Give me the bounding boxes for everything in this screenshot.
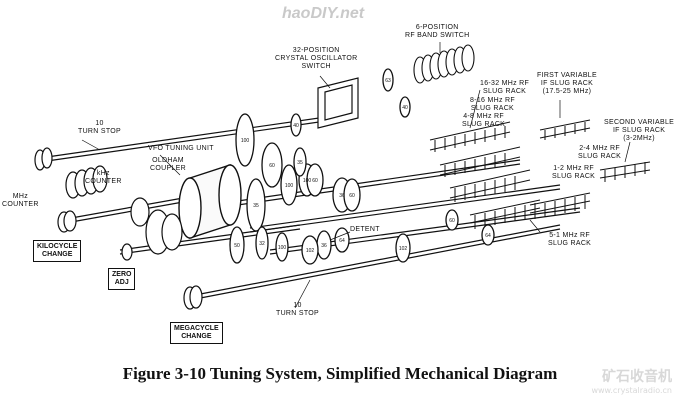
gear: [290, 113, 302, 137]
gear: [399, 96, 411, 118]
gear-number: 60: [349, 193, 355, 199]
gear: [395, 233, 411, 263]
watermark-bottom-text: 矿石收音机: [602, 369, 672, 385]
gear: [261, 142, 283, 188]
gear-number: 102: [306, 248, 315, 254]
gear-number: 60: [269, 163, 275, 169]
gear: [229, 226, 245, 264]
gear: [235, 113, 255, 167]
gear-number: 64: [339, 238, 345, 244]
gear-number: 100: [303, 178, 312, 184]
watermark-bottom-url: www.crystalradio.cn: [591, 386, 672, 395]
slug-racks: [429, 119, 651, 229]
gear-number: 40: [402, 105, 408, 111]
crystal-switch-plate: [317, 77, 359, 129]
gear: [275, 232, 289, 262]
gear: [445, 209, 459, 231]
gear-number: 36: [321, 243, 327, 249]
gear-number: 32: [259, 241, 265, 247]
shaft-mid: [249, 184, 561, 229]
gear-number: 50: [234, 243, 240, 249]
zero-adj-knob: [121, 243, 133, 261]
gear: [306, 163, 324, 197]
gear-number: 40: [293, 123, 299, 129]
gear-number: 100: [241, 138, 250, 144]
gear-number: 60: [312, 178, 318, 184]
gear: [255, 226, 269, 260]
gear-number: 63: [385, 78, 391, 84]
khz-counter-drum: [65, 165, 108, 199]
watermark-top: haoDIY.net: [282, 5, 365, 22]
gear-number: 35: [297, 160, 303, 166]
gear-number: 100: [278, 245, 287, 251]
gear-number: 35: [253, 203, 259, 209]
gear: [343, 178, 361, 212]
gear: [246, 178, 266, 232]
gear: [293, 147, 307, 177]
gear: [301, 235, 319, 265]
gear-number: 102: [399, 246, 408, 252]
label-vfo: VFO TUNING UNIT: [148, 145, 214, 152]
gear-number: 60: [449, 218, 455, 224]
megacycle-knob: [183, 285, 203, 310]
shaft-kc: [59, 194, 201, 221]
gear-number: 36: [339, 193, 345, 199]
gear-number: 64: [485, 233, 491, 239]
band-switch-stack: [413, 44, 475, 84]
mhz-counter-drum: [34, 147, 53, 171]
gear: [481, 224, 495, 246]
gear: [382, 68, 394, 92]
gear-cluster: [130, 197, 183, 255]
gear: [280, 164, 298, 206]
vfo-cylinder: [178, 164, 242, 239]
shaft-bottom: [189, 224, 561, 297]
label-detent: DETENT: [350, 226, 380, 233]
figure-caption: Figure 3-10 Tuning System, Simplified Me…: [122, 364, 558, 383]
watermark-bottom: 矿石收音机 www.crystalradio.cn: [591, 366, 672, 395]
shaft-top: [39, 114, 341, 159]
gear-number: 100: [285, 183, 294, 189]
kilocycle-knob: [57, 210, 77, 233]
